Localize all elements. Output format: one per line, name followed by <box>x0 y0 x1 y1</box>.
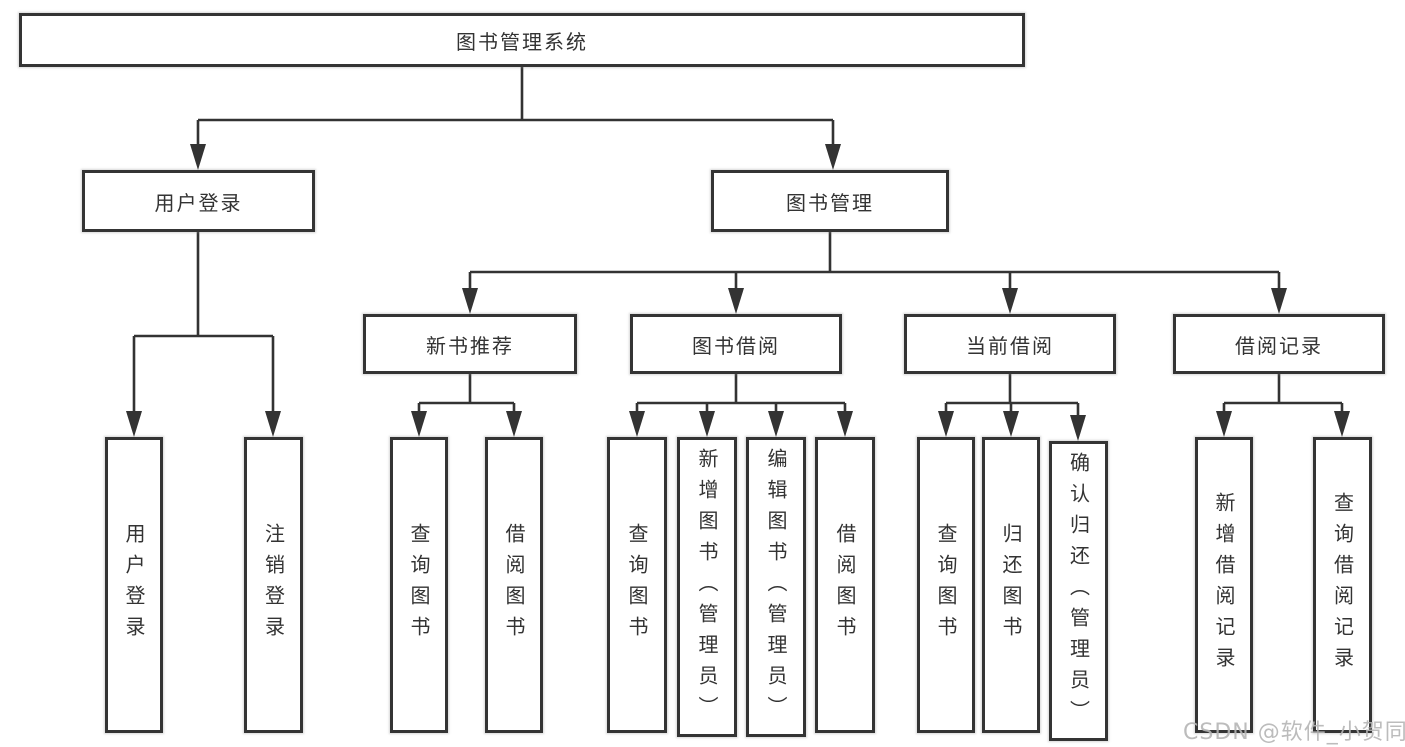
connector-book-borrow-group <box>629 374 853 437</box>
node-new-book-recommend: 新书推荐 <box>363 314 577 374</box>
leaf-query-books-recommend-label: 查询图书 <box>407 523 431 647</box>
leaf-borrow-books-recommend: 借阅图书 <box>485 437 543 733</box>
leaf-confirm-return-admin: 确认归还（管理员） <box>1049 441 1108 741</box>
connector-new-book-recommend-group <box>411 374 522 437</box>
leaf-borrow-books-borrow-label: 借阅图书 <box>833 523 857 647</box>
node-user-login: 用户登录 <box>82 170 315 232</box>
leaf-confirm-return-admin-label: 确认归还（管理员） <box>1066 451 1091 731</box>
connector-book-management-group <box>462 232 1287 314</box>
leaf-add-books-admin-label: 新增图书（管理员） <box>695 447 719 727</box>
leaf-return-books: 归还图书 <box>982 437 1040 733</box>
node-current-borrow-label: 当前借阅 <box>966 333 1054 358</box>
node-borrow-records: 借阅记录 <box>1173 314 1385 374</box>
leaf-query-books-current: 查询图书 <box>917 437 975 733</box>
leaf-add-books-admin: 新增图书（管理员） <box>677 437 737 737</box>
leaf-borrow-books-recommend-label: 借阅图书 <box>502 523 526 647</box>
node-book-borrow: 图书借阅 <box>630 314 842 374</box>
node-current-borrow: 当前借阅 <box>904 314 1116 374</box>
leaf-query-borrow-record: 查询借阅记录 <box>1313 437 1372 733</box>
watermark: CSDN @软件_小贺同学 <box>1183 720 1405 745</box>
node-library-system: 图书管理系统 <box>19 13 1025 67</box>
connector-root-to-level2 <box>190 67 841 170</box>
leaf-add-borrow-record: 新增借阅记录 <box>1195 437 1253 733</box>
connector-user-login-group <box>126 232 281 437</box>
node-new-book-recommend-label: 新书推荐 <box>426 333 514 358</box>
leaf-edit-books-admin: 编辑图书（管理员） <box>746 437 806 737</box>
leaf-borrow-books-borrow: 借阅图书 <box>815 437 875 733</box>
node-book-management-label: 图书管理 <box>786 190 874 215</box>
leaf-query-borrow-record-label: 查询借阅记录 <box>1330 492 1355 678</box>
leaf-query-books-borrow-label: 查询图书 <box>625 523 649 647</box>
leaf-query-books-recommend: 查询图书 <box>390 437 448 733</box>
leaf-query-books-borrow: 查询图书 <box>607 437 667 733</box>
leaf-add-borrow-record-label: 新增借阅记录 <box>1212 492 1236 678</box>
leaf-edit-books-admin-label: 编辑图书（管理员） <box>764 447 788 727</box>
leaf-return-books-label: 归还图书 <box>999 523 1023 647</box>
leaf-user-login: 用户登录 <box>105 437 163 733</box>
node-book-borrow-label: 图书借阅 <box>692 333 780 358</box>
node-borrow-records-label: 借阅记录 <box>1235 333 1323 358</box>
connector-borrow-records-group <box>1216 374 1350 437</box>
connector-current-borrow-group <box>938 374 1086 441</box>
node-user-login-label: 用户登录 <box>154 190 243 215</box>
leaf-user-login-label: 用户登录 <box>122 523 146 647</box>
node-book-management: 图书管理 <box>711 170 949 232</box>
leaf-query-books-current-label: 查询图书 <box>934 523 958 647</box>
node-library-system-label: 图书管理系统 <box>456 29 588 54</box>
leaf-logout-label: 注销登录 <box>261 523 286 647</box>
leaf-logout: 注销登录 <box>244 437 303 733</box>
